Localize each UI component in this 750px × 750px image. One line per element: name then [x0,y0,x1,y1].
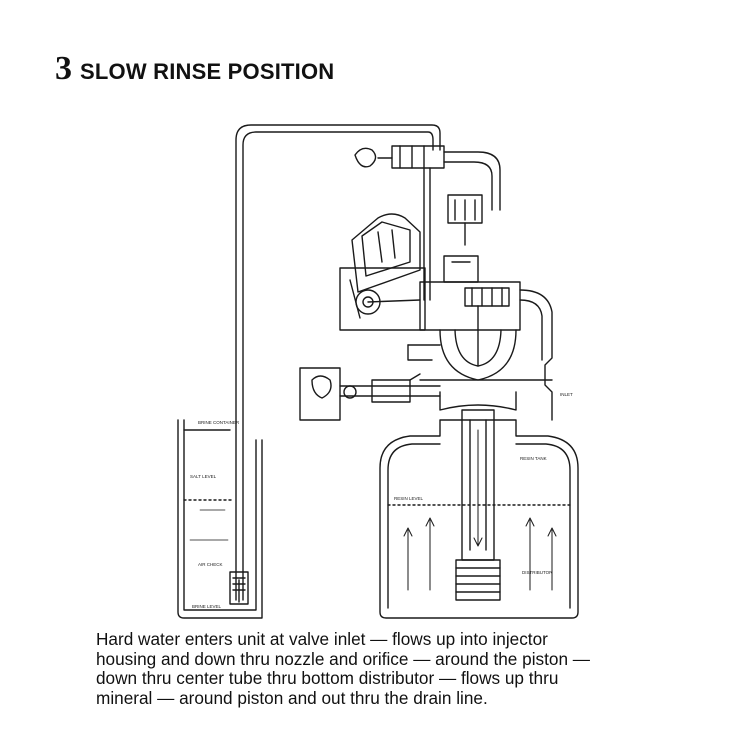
resin-tank [379,419,579,619]
flow-arrows [403,429,557,591]
injector-housing [354,145,501,301]
description-line: Hard water enters unit at valve inlet — … [96,629,548,649]
label-air-check: AIR CHECK [198,562,223,567]
drain-assembly [299,367,441,421]
label-inlet: INLET [560,392,573,397]
timer-motor [339,213,426,331]
description-line: housing and down thru nozzle and orifice… [96,648,590,669]
step-title: SLOW RINSE POSITION [80,59,335,84]
label-resin-tank: RESIN TANK [520,456,547,461]
air-check [229,571,249,605]
label-brine-level: BRINE LEVEL [192,604,222,609]
center-tube [455,409,501,601]
page-heading: 3 SLOW RINSE POSITION [55,52,334,86]
label-distributor: DISTRIBUTOR [522,570,553,575]
brine-container [177,419,263,619]
description-line: down thru center tube thru bottom distri… [96,668,559,688]
label-brine-container: BRINE CONTAINER [198,420,240,425]
brine-line [235,124,441,601]
label-salt-level: SALT LEVEL [190,474,217,479]
description-line: mineral — around piston and out thru the… [96,687,488,708]
label-resin-level: RESIN LEVEL [394,496,424,501]
description-text: Hard water enters unit at valve inlet — … [96,629,696,708]
valve-body [407,255,553,421]
step-number: 3 [55,50,72,87]
